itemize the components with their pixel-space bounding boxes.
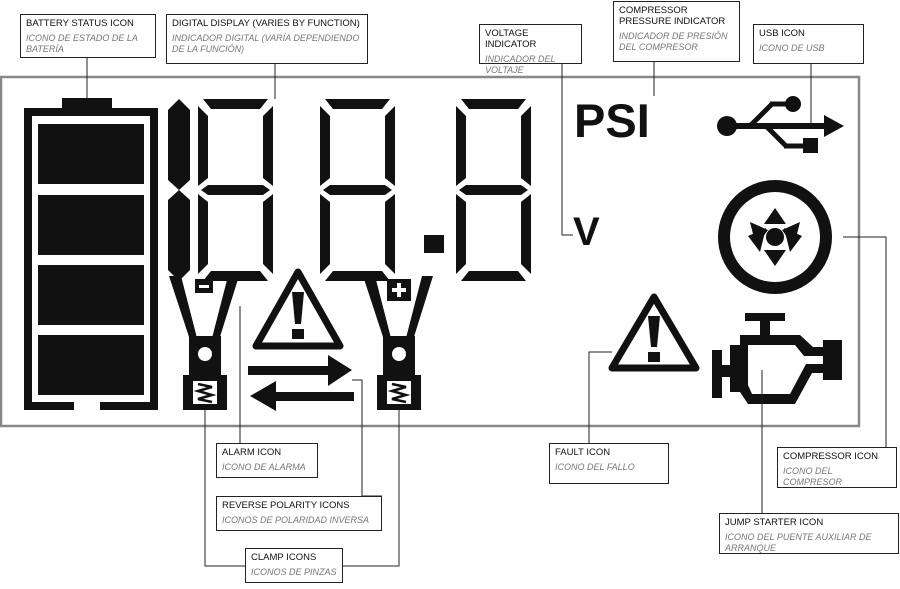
psi-unit: PSI	[574, 94, 650, 147]
battery-icon	[24, 98, 158, 410]
callout-voltage-indicator: VOLTAGE INDICATOR INDICADOR DEL VOLTAJE	[479, 24, 582, 75]
callout-digital-display: DIGITAL DISPLAY (VARIES BY FUNCTION) IND…	[166, 14, 368, 64]
digit-1	[168, 99, 190, 281]
callout-compressor-pressure-en: COMPRESSOR PRESSURE INDICATOR	[619, 5, 726, 27]
callout-compressor-es: ICONO DEL COMPRESOR	[783, 466, 843, 487]
digit-8c	[456, 99, 531, 281]
callout-battery-status: BATTERY STATUS ICON ICONO DE ESTADO DE L…	[20, 14, 156, 58]
alarm-icon	[252, 268, 344, 350]
callout-fault: FAULT ICON ICONO DEL FALLO	[549, 443, 669, 484]
callout-clamp-es: ICONOS DE PINZAS	[251, 567, 337, 577]
digit-8b	[320, 99, 395, 281]
callout-usb-en: USB ICON	[759, 28, 805, 39]
callout-battery-status-es: ICONO DE ESTADO DE LA BATERÍA	[26, 33, 138, 54]
leader-lines	[86, 58, 887, 567]
callout-compressor-en: COMPRESSOR ICON	[783, 451, 879, 462]
callout-fault-es: ICONO DEL FALLO	[555, 462, 635, 472]
callout-voltage-indicator-es: INDICADOR DEL VOLTAJE	[485, 54, 556, 75]
callout-battery-status-en: BATTERY STATUS ICON	[26, 18, 134, 29]
callout-reverse-polarity-en: REVERSE POLARITY ICONS	[222, 500, 350, 511]
volts-unit: V	[573, 210, 600, 254]
callout-jump-starter: JUMP STARTER ICON ICONO DEL PUENTE AUXIL…	[719, 513, 899, 554]
callout-clamp-en: CLAMP ICONS	[251, 552, 317, 563]
callout-alarm-es: ICONO DE ALARMA	[222, 462, 306, 472]
callout-digital-display-en: DIGITAL DISPLAY (VARIES BY FUNCTION)	[172, 18, 360, 29]
decimal-point	[424, 235, 444, 253]
callout-reverse-polarity-es: ICONOS DE POLARIDAD INVERSA	[222, 515, 370, 525]
callout-usb: USB ICON ICONO DE USB	[753, 24, 864, 64]
usb-icon	[717, 96, 844, 153]
reverse-polarity-arrows-icon	[248, 355, 354, 411]
callout-fault-en: FAULT ICON	[555, 447, 611, 458]
fault-icon	[608, 293, 700, 372]
callout-compressor-pressure: COMPRESSOR PRESSURE INDICATOR INDICADOR …	[613, 1, 740, 62]
tire-icon	[718, 180, 832, 294]
callout-clamp: CLAMP ICONS ICONOS DE PINZAS	[245, 548, 343, 583]
callout-alarm: ALARM ICON ICONO DE ALARMA	[216, 443, 318, 478]
callout-jump-starter-es: ICONO DEL PUENTE AUXILIAR DE ARRANQUE	[725, 532, 872, 553]
digit-8a	[198, 99, 273, 281]
clamp-icon-negative	[169, 276, 239, 410]
clamp-icon-positive	[363, 276, 433, 410]
callout-usb-es: ICONO DE USB	[759, 43, 825, 53]
callout-jump-starter-en: JUMP STARTER ICON	[725, 517, 824, 528]
callout-voltage-indicator-en: VOLTAGE INDICATOR	[485, 28, 537, 50]
callout-alarm-en: ALARM ICON	[222, 447, 282, 458]
callout-compressor: COMPRESSOR ICON ICONO DEL COMPRESOR	[777, 447, 897, 488]
callout-digital-display-es: INDICADOR DIGITAL (VARÍA DEPENDIENDO DE …	[172, 33, 360, 54]
callout-reverse-polarity: REVERSE POLARITY ICONS ICONOS DE POLARID…	[216, 496, 382, 531]
callout-compressor-pressure-es: INDICADOR DE PRESIÓN DEL COMPRESOR	[619, 31, 728, 52]
engine-icon	[712, 313, 842, 404]
